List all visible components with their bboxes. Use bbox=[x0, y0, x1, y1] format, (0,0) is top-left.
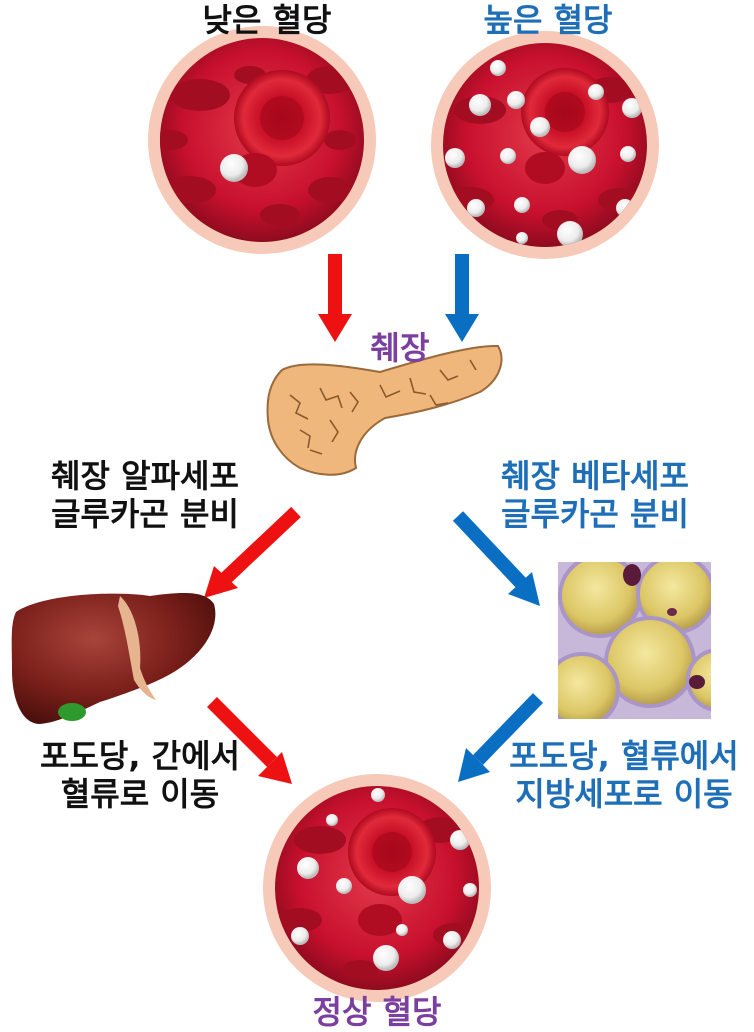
right-secretion-label: 글루카곤 분비 bbox=[501, 495, 689, 533]
normal-blood-sugar-label: 정상 혈당 bbox=[312, 993, 442, 1031]
fat-result-line2: 지방세포로 이동 bbox=[515, 775, 733, 813]
liver-result-line1: 포도당, 간에서 bbox=[40, 737, 240, 775]
red-arrow-low-to-pancreas bbox=[318, 254, 352, 342]
red-arrow-pancreas-to-liver bbox=[204, 506, 301, 598]
blue-arrow-high-to-pancreas bbox=[445, 254, 479, 342]
pancreas-image bbox=[266, 344, 503, 476]
blue-arrow-pancreas-to-fat bbox=[452, 511, 540, 606]
liver-result-line2: 혈류로 이동 bbox=[60, 775, 220, 813]
beta-cell-label: 췌장 베타세포 bbox=[501, 457, 689, 495]
left-secretion-label: 글루카곤 분비 bbox=[51, 495, 239, 533]
fat-result-line1: 포도당, 혈류에서 bbox=[509, 737, 739, 775]
fat-cells-image bbox=[558, 562, 711, 719]
high-blood-sugar-image bbox=[431, 31, 659, 259]
alpha-cell-label: 췌장 알파세포 bbox=[51, 457, 239, 495]
blue-arrow-fat-to-normal bbox=[458, 693, 544, 782]
liver-image bbox=[11, 593, 216, 724]
normal-blood-sugar-image bbox=[263, 774, 491, 1002]
low-blood-sugar-image bbox=[148, 26, 376, 254]
pancreas-label: 췌장 bbox=[370, 329, 430, 367]
high-blood-sugar-label: 높은 혈당 bbox=[483, 1, 613, 39]
red-arrow-liver-to-normal bbox=[207, 697, 292, 784]
low-blood-sugar-label: 낮은 혈당 bbox=[202, 1, 332, 39]
